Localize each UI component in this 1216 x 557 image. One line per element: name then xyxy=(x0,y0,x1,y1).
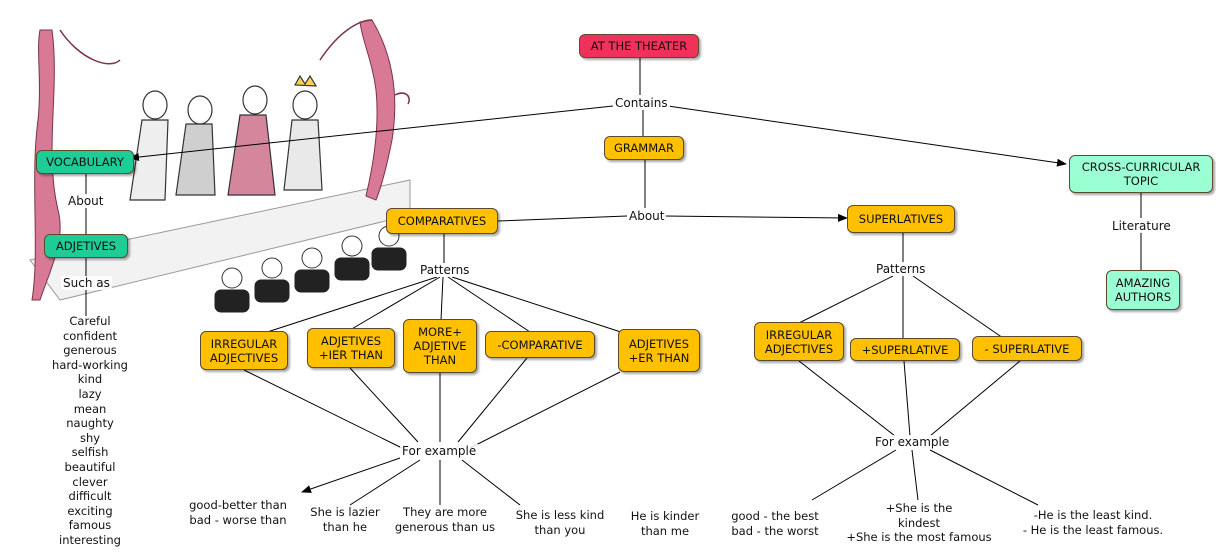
link-label-literature: Literature xyxy=(1110,219,1173,233)
example-more-than: They are more generous than us xyxy=(394,505,496,534)
node-amazing-authors[interactable]: AMAZING AUTHORS xyxy=(1106,270,1180,310)
node-superlative-irregular-adjectives[interactable]: IRREGULAR ADJECTIVES xyxy=(754,322,844,361)
node-grammar[interactable]: GRAMMAR xyxy=(604,136,684,160)
node-adjectives-ier-than[interactable]: ADJETIVES +IER THAN xyxy=(307,328,395,368)
node-adjectives[interactable]: ADJETIVES xyxy=(44,234,128,258)
node-minus-superlative[interactable]: - SUPERLATIVE xyxy=(972,336,1082,361)
connector-lines xyxy=(85,58,1142,506)
node-plus-superlative[interactable]: +SUPERLATIVE xyxy=(850,338,960,361)
link-label-patterns-superlatives: Patterns xyxy=(874,262,928,276)
node-comparative-irregular-adjectives[interactable]: IRREGULAR ADJECTIVES xyxy=(200,331,288,370)
theater-illustration-icon xyxy=(29,19,411,313)
node-cross-curricular-topic[interactable]: CROSS-CURRICULAR TOPIC xyxy=(1069,155,1213,193)
link-label-about-vocabulary: About xyxy=(66,194,106,208)
link-label-for-example-comparatives: For example xyxy=(400,444,479,458)
node-minus-comparative[interactable]: -COMPARATIVE xyxy=(485,331,595,358)
link-label-for-example-superlatives: For example xyxy=(873,435,952,449)
node-vocabulary[interactable]: VOCABULARY xyxy=(36,150,134,174)
root-node-at-the-theater[interactable]: AT THE THEATER xyxy=(579,34,699,58)
node-superlatives[interactable]: SUPERLATIVES xyxy=(847,205,955,233)
example-irregular-comparative: good-better than bad - worse than xyxy=(189,498,287,527)
node-adjectives-er-than[interactable]: ADJETIVES +ER THAN xyxy=(618,329,700,372)
example-er-than: He is kinder than me xyxy=(630,509,700,538)
example-minus-superlative: -He is the least kind. - He is the least… xyxy=(1022,508,1164,537)
link-label-about-grammar: About xyxy=(627,209,667,223)
adjective-list: Careful confident generous hard-working … xyxy=(52,314,128,547)
example-less-than: She is less kind than you xyxy=(515,508,605,537)
node-more-adjective-than[interactable]: MORE+ ADJETIVE THAN xyxy=(403,319,477,373)
node-comparatives[interactable]: COMPARATIVES xyxy=(386,208,498,234)
link-label-contains: Contains xyxy=(613,96,670,110)
link-label-such-as: Such as xyxy=(61,276,112,290)
example-irregular-superlative: good - the best bad - the worst xyxy=(731,509,819,538)
example-ier-than: She is lazier than he xyxy=(310,505,380,534)
example-plus-superlative: +She is the kindest +She is the most fam… xyxy=(846,501,992,545)
link-label-patterns-comparatives: Patterns xyxy=(418,263,472,277)
